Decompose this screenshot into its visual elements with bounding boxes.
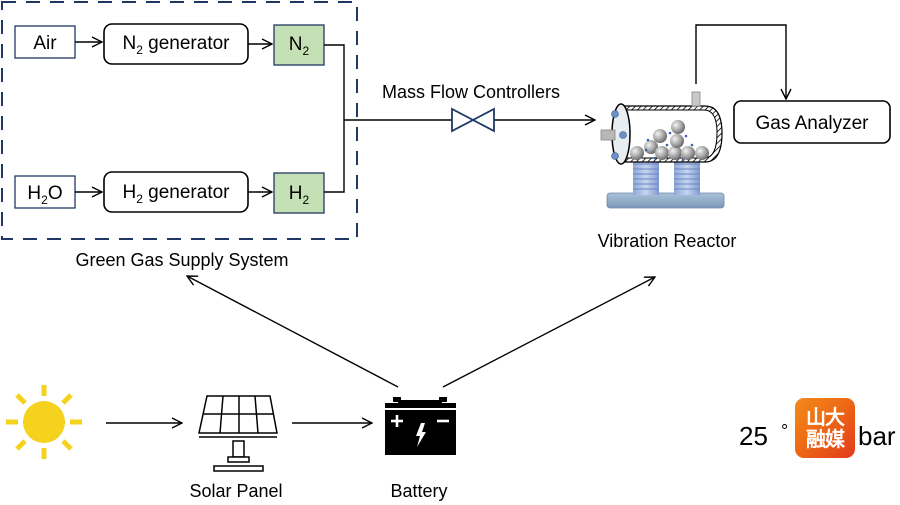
h2-generator-box[interactable]: H2 generator — [103, 171, 249, 213]
logo-line2: 融媒 — [806, 427, 845, 451]
svg-text:25: 25 — [739, 421, 768, 451]
h2-product-box[interactable]: H2 — [273, 172, 325, 214]
watermark-logo: 山大 融媒 — [795, 398, 855, 458]
mass-flow-controllers-label: Mass Flow Controllers — [382, 82, 560, 102]
degree-symbol: ° — [781, 421, 788, 441]
reactor-to-analyzer-line — [695, 24, 786, 99]
svg-text:N2: N2 — [289, 34, 310, 58]
n2-product-label: N — [289, 34, 303, 55]
battery-icon[interactable] — [385, 397, 456, 455]
h2o-label: H — [27, 183, 41, 204]
gas-analyzer-label: Gas Analyzer — [756, 113, 870, 134]
gas-analyzer-box[interactable]: Gas Analyzer — [733, 100, 891, 144]
arrow-battery-to-supply — [187, 276, 399, 388]
air-box[interactable]: Air — [14, 25, 76, 59]
bowtie-valve-icon[interactable] — [451, 107, 495, 133]
milling-balls — [630, 120, 709, 162]
sun-icon — [6, 385, 82, 459]
n2-product-box[interactable]: N2 — [273, 24, 325, 66]
svg-text:H2 generator: H2 generator — [122, 182, 230, 206]
supply-system-group: Air N2 generator N2 H2O — [1, 1, 358, 270]
solar-panel-label: Solar Panel — [189, 481, 282, 501]
h2-generator-label: H — [122, 182, 136, 203]
n2-outlet-line — [324, 44, 345, 193]
svg-text:H2O: H2O — [27, 183, 62, 207]
h2o-box[interactable]: H2O — [14, 175, 76, 209]
logo-line1: 山大 — [806, 405, 845, 429]
battery-label: Battery — [390, 481, 447, 501]
solar-panel-icon[interactable] — [198, 395, 278, 472]
arrow-battery-to-reactor — [442, 277, 655, 388]
svg-text:H2: H2 — [289, 183, 310, 207]
supply-system-frame — [1, 1, 358, 240]
supply-system-title: Green Gas Supply System — [75, 250, 288, 270]
vibration-reactor-label: Vibration Reactor — [598, 231, 737, 251]
h2-product-label: H — [289, 183, 303, 204]
spring-right-icon — [674, 160, 700, 195]
spring-left-icon — [633, 160, 659, 195]
pressure-value: 25 — [739, 421, 768, 451]
unit-label: bar — [858, 421, 896, 451]
n2-generator-label: N — [122, 33, 136, 54]
air-label: Air — [33, 33, 57, 54]
ball-mill-reactor-icon[interactable] — [600, 91, 725, 209]
n2-generator-box[interactable]: N2 generator — [103, 23, 249, 65]
svg-text:N2 generator: N2 generator — [122, 33, 230, 57]
